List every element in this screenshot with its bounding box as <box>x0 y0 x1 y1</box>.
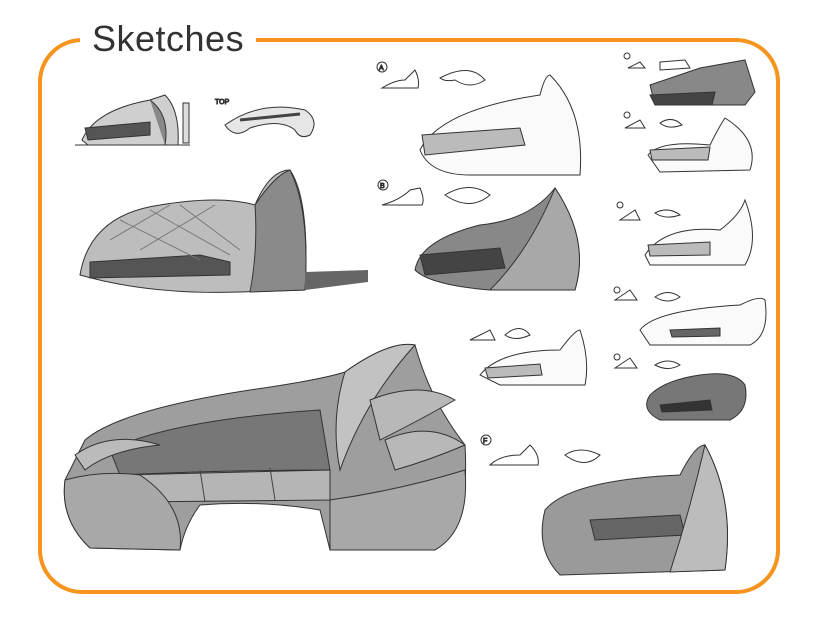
sketch-variant-d <box>623 52 756 106</box>
sketch-top-view: TOP <box>215 99 315 138</box>
orange-frame <box>38 38 780 594</box>
sketch-variant-small <box>469 328 588 386</box>
page-title: Sketches <box>80 18 257 60</box>
label-b: B <box>380 183 385 190</box>
sketch-variant-f: F <box>480 434 728 576</box>
label-f: F <box>483 438 487 445</box>
sketch-main-render <box>63 343 467 551</box>
sketch-variant-c2 <box>613 286 767 346</box>
top-note: TOP <box>215 99 230 106</box>
sketch-variant-b: B <box>377 179 580 291</box>
sketch-variant-c3 <box>613 353 747 421</box>
label-a: A <box>379 65 384 72</box>
sketch-small-side-view <box>75 94 190 146</box>
sketch-variant-a: A <box>376 61 582 176</box>
sketch-variant-e <box>623 111 753 173</box>
sketch-variant-c <box>616 198 753 266</box>
sketch-shaded-pavilion <box>79 169 368 293</box>
